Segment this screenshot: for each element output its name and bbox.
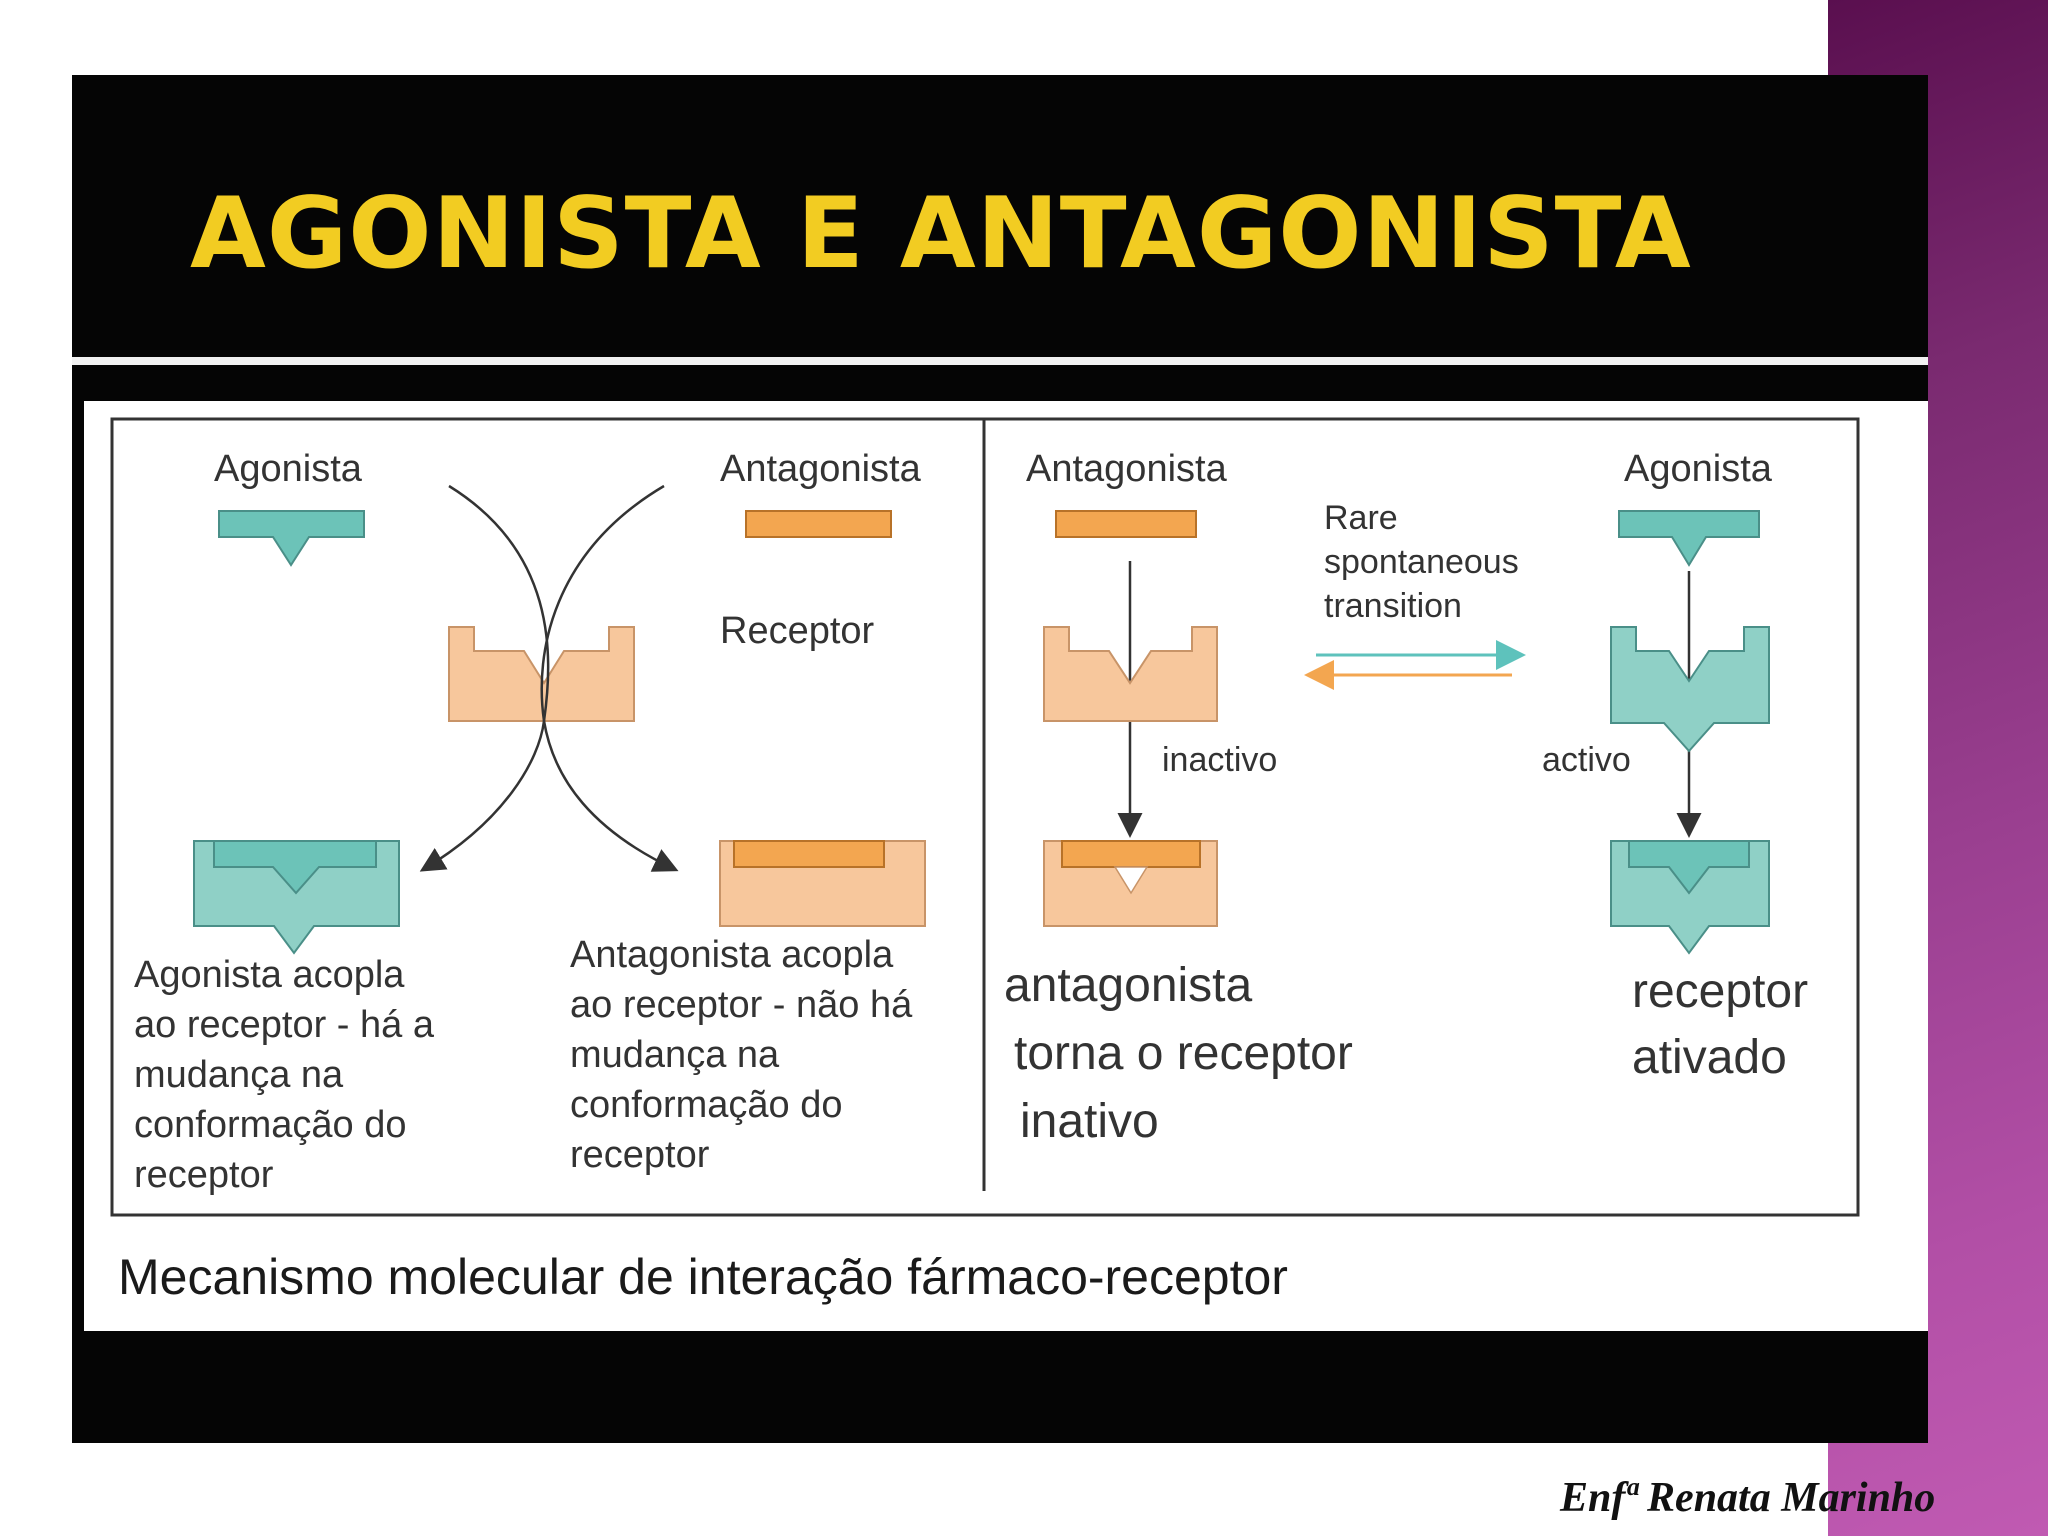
left-receptor-label: Receptor bbox=[720, 610, 875, 652]
mechanism-diagram: Agonista Antagonista Receptor Agonista a… bbox=[110, 417, 1860, 1217]
bound-agonist-shape bbox=[213, 840, 377, 895]
active-label: activo bbox=[1542, 741, 1631, 779]
right-antagonist-shape bbox=[1055, 510, 1197, 538]
agonist-result-text: receptor ativado bbox=[1632, 965, 1821, 1084]
empty-binding-site bbox=[1113, 866, 1149, 895]
author-credit: Enfª Renata Marinho bbox=[1560, 1475, 1936, 1521]
diagram-caption: Mecanismo molecular de interação fármaco… bbox=[118, 1249, 1288, 1305]
antagonist-shape bbox=[745, 510, 892, 538]
title-divider bbox=[72, 357, 1928, 365]
inactive-result-antagonist bbox=[1061, 840, 1201, 868]
transition-text: Rare spontaneous transition bbox=[1324, 499, 1528, 625]
active-result-agonist bbox=[1628, 840, 1750, 895]
antagonist-result-text: antagonista torna o receptor inativo bbox=[1004, 959, 1366, 1148]
inactive-label: inactivo bbox=[1162, 741, 1277, 779]
left-antagonist-label: Antagonista bbox=[720, 448, 922, 490]
antagonist-binding-arrow bbox=[540, 484, 679, 872]
slide: AGONISTA E ANTAGONISTA Agonista Antagoni… bbox=[72, 75, 1928, 1443]
right-antagonist-label: Antagonista bbox=[1026, 448, 1228, 490]
active-receptor-shape bbox=[1610, 626, 1770, 753]
active-result-receptor bbox=[1610, 840, 1770, 955]
diagram-panel: Agonista Antagonista Receptor Agonista a… bbox=[84, 401, 1928, 1331]
activated-receptor-shape bbox=[193, 840, 400, 955]
right-agonist-label: Agonista bbox=[1624, 448, 1773, 490]
inactive-receptor-shape bbox=[1043, 626, 1218, 722]
agonist-binding-arrow bbox=[419, 484, 550, 872]
left-agonist-label: Agonista bbox=[214, 448, 363, 490]
bound-antagonist-shape bbox=[733, 840, 885, 868]
agonist-shape bbox=[218, 510, 365, 567]
agonist-description: Agonista acopla ao receptor - há a mudan… bbox=[134, 954, 445, 1196]
right-agonist-shape bbox=[1618, 510, 1760, 567]
receptor-shape bbox=[448, 626, 635, 722]
slide-title: AGONISTA E ANTAGONISTA bbox=[190, 177, 1692, 291]
antagonist-description: Antagonista acopla ao receptor - não há … bbox=[570, 934, 923, 1176]
